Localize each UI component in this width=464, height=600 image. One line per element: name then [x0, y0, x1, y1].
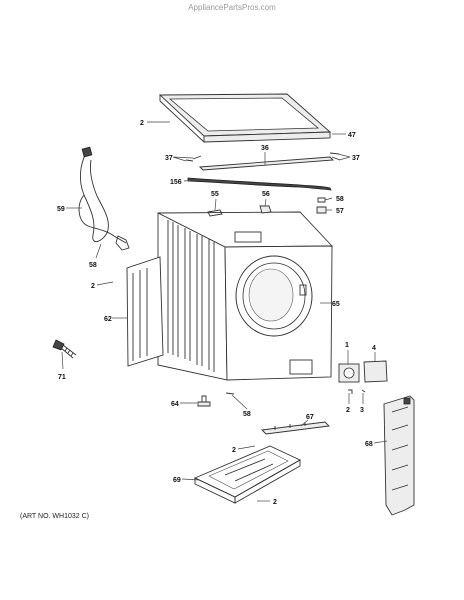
callout-1: 1 — [345, 342, 349, 349]
callout-56: 56 — [262, 191, 270, 198]
right-panel-68 — [383, 395, 415, 516]
module-1 — [338, 363, 360, 383]
bracket-67 — [261, 421, 330, 435]
callout-58-screw: 58 — [243, 411, 251, 418]
callout-62: 62 — [104, 316, 112, 323]
screw-71 — [52, 339, 77, 359]
wire-harness — [187, 177, 332, 191]
callout-36: 36 — [261, 145, 269, 152]
screw-58 — [225, 392, 235, 395]
callout-47: 47 — [348, 132, 356, 139]
callout-37-left: 37 — [165, 155, 173, 162]
callout-37-right: 37 — [352, 155, 360, 162]
top-cover — [158, 93, 332, 143]
front-strip — [185, 152, 341, 171]
callout-2-base: 2 — [273, 499, 277, 506]
rear-panel — [126, 256, 164, 367]
callout-2-side: 2 — [91, 283, 95, 290]
watermark: AppliancePartsPros.com — [188, 3, 276, 12]
callout-55: 55 — [211, 191, 219, 198]
callout-2-top-cover: 2 — [140, 120, 144, 127]
art-number: (ART NO. WH1032 C) — [20, 513, 89, 520]
base-pan — [193, 445, 301, 504]
callout-labels: 2 47 37 36 37 156 59 55 56 58 57 58 2 62… — [57, 120, 376, 506]
callout-4: 4 — [372, 345, 376, 352]
washer-cabinet — [157, 211, 334, 381]
callout-67: 67 — [306, 414, 314, 421]
leveling-foot — [197, 395, 211, 407]
small-part-58-top — [317, 197, 326, 203]
small-clip-3 — [361, 389, 366, 393]
power-cord — [78, 146, 130, 251]
callout-2-bracket: 2 — [232, 447, 236, 454]
callout-68: 68 — [365, 441, 373, 448]
leader-lines — [61, 121, 388, 502]
callout-64: 64 — [171, 401, 179, 408]
module-4 — [363, 360, 388, 383]
small-clip-2 — [348, 389, 353, 394]
callout-58-cord: 58 — [89, 262, 97, 269]
callout-2-module: 2 — [346, 407, 350, 414]
small-part-56 — [259, 205, 272, 214]
callout-3: 3 — [360, 407, 364, 414]
small-part-57 — [316, 206, 327, 214]
callout-65: 65 — [332, 301, 340, 308]
callout-69: 69 — [173, 477, 181, 484]
callout-57: 57 — [336, 208, 344, 215]
callout-71: 71 — [58, 374, 66, 381]
callout-58-top: 58 — [336, 196, 344, 203]
small-bracket-55 — [207, 209, 223, 217]
callout-156: 156 — [170, 179, 182, 186]
callout-59: 59 — [57, 206, 65, 213]
